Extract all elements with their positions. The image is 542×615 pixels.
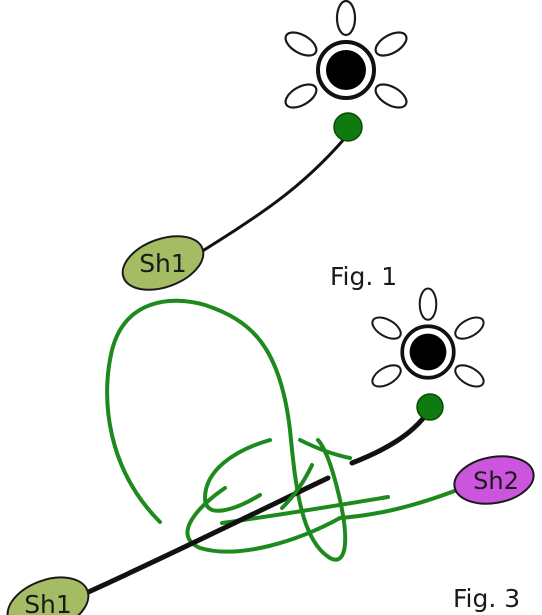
fig3-shell-2-icon: Sh2 bbox=[453, 455, 535, 505]
fig1-caption: Fig. 1 bbox=[330, 262, 397, 291]
flower-icon bbox=[284, 0, 408, 109]
fig1-shell-icon: Sh1 bbox=[121, 235, 205, 291]
fig3-over-crossing bbox=[280, 463, 314, 510]
fig1-thread bbox=[183, 136, 347, 264]
fig3-shell-1-label: Sh1 bbox=[24, 590, 72, 615]
fig3-caption: Fig. 3 bbox=[453, 584, 520, 613]
figure-1: Sh1 Fig. 1 bbox=[121, 0, 408, 291]
fig3-cross-strand-2 bbox=[298, 438, 352, 460]
fig3-black-thread-upper bbox=[349, 409, 431, 466]
fig3-inner-loop bbox=[202, 438, 272, 513]
fig3-outer-loop bbox=[105, 298, 348, 562]
fig1-shell-label: Sh1 bbox=[139, 249, 187, 278]
bead-icon bbox=[333, 112, 363, 142]
fig3-sh2-strand bbox=[338, 483, 472, 520]
fig3-shell-1-icon: Sh1 bbox=[6, 576, 90, 615]
flower-icon bbox=[371, 287, 485, 388]
fig3-lower-strand bbox=[185, 486, 342, 554]
bead-icon bbox=[416, 393, 444, 421]
fig3-shell-2-label: Sh2 bbox=[473, 467, 519, 495]
figure-3: Sh2 Sh1 Fig. 3 bbox=[6, 287, 535, 615]
